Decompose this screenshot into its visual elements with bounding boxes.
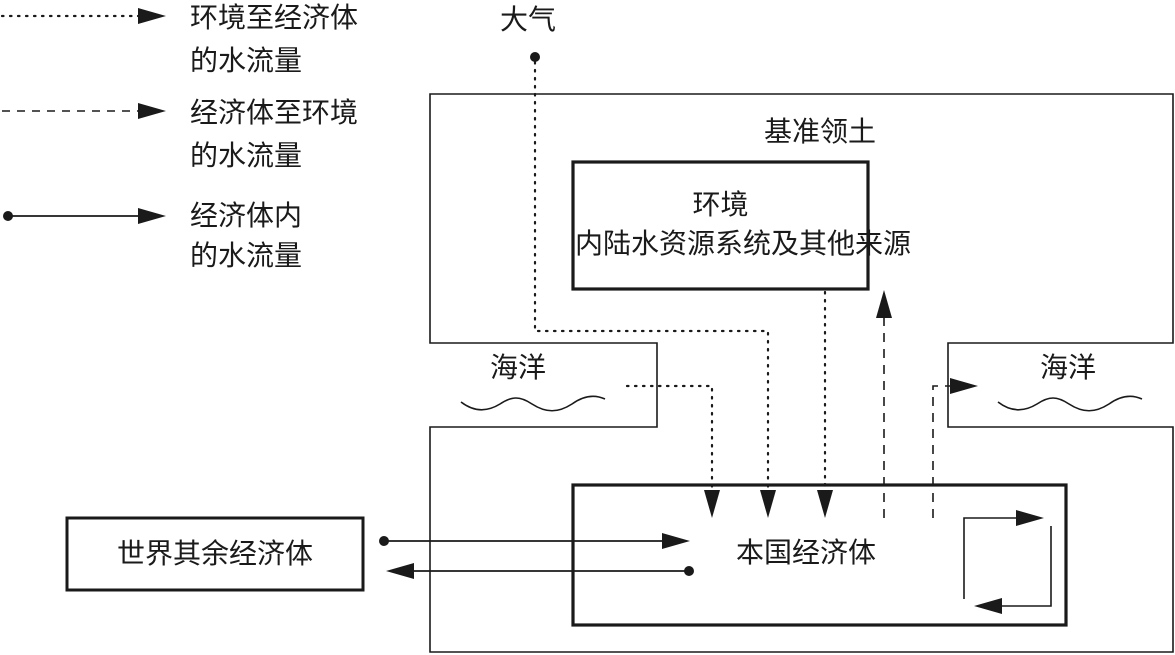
legend-dotted-label-line1: 环境至经济体 [190,1,359,34]
flow-within-economy-loop [963,510,1052,614]
loop-bottom-arrowhead [974,598,1002,614]
atmosphere-origin-dot [530,52,540,62]
loop-top-arrowhead [1016,510,1044,526]
environment-box [571,160,870,291]
ocean-right-label: 海洋 [1040,351,1097,384]
legend-dotted-line [0,8,166,24]
legend-dotted-arrowhead [138,8,166,24]
environment-subtitle: 内陆水资源系统及其他来源 [575,227,912,260]
flow-economy-to-environment [876,290,892,518]
home-economy-label: 本国经济体 [736,536,877,569]
flow-atmosphere-to-economy [530,52,776,518]
home-economy-box [571,483,1068,627]
legend-solid-arrowhead [138,208,166,224]
flow-ocean-to-economy [625,384,720,518]
legend-dashed-label-line2: 的水流量 [190,139,303,172]
legend-dashed-line [2,103,166,119]
export-arrowhead [386,563,414,579]
legend-solid-label-line1: 经济体内 [190,199,303,232]
legend-dashed-arrowhead [138,103,166,119]
rest-of-world-label: 世界其余经济体 [116,537,313,570]
flow-economy-to-world [386,563,694,579]
ocean-right-wave-icon [997,395,1143,412]
flow-environment-to-economy [817,290,833,518]
environment-title: 环境 [692,188,749,221]
atmosphere-label: 大气 [500,3,557,36]
legend-solid-label-line2: 的水流量 [190,239,303,272]
legend-dashed-label-line1: 经济体至环境 [190,96,359,129]
ocean-flow-arrowhead [704,490,720,518]
environment-flow-arrowhead [817,490,833,518]
legend-solid-line [3,208,166,224]
legend-dotted-label-line2: 的水流量 [190,44,303,77]
ocean-left-label: 海洋 [490,351,547,384]
ocean-left-wave-icon [460,395,606,412]
reference-territory-frame [429,93,1174,653]
atmosphere-flow-arrowhead [760,490,776,518]
rest-of-world-box [65,516,365,592]
return-environment-arrowhead [876,290,892,318]
flow-economy-to-ocean [932,378,978,518]
return-ocean-arrowhead [950,378,978,394]
reference-territory-label: 基准领土 [763,115,876,148]
flow-world-to-economy [379,533,690,549]
import-arrowhead [662,533,690,549]
